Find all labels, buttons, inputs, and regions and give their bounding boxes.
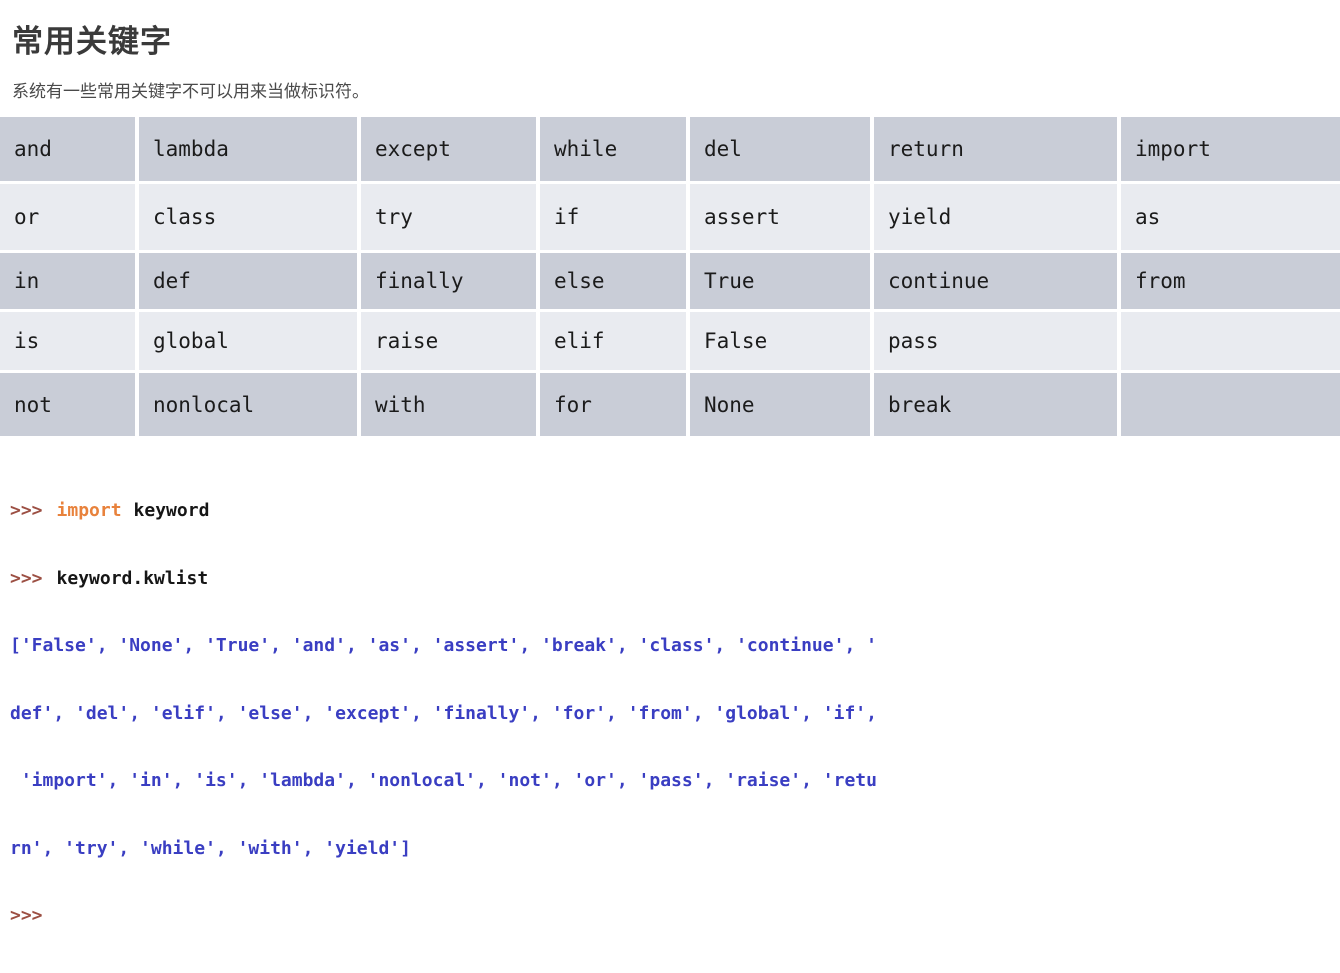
- keyword-cell: None: [690, 373, 870, 436]
- table-row: is global raise elif False pass: [0, 312, 1340, 370]
- keyword-cell: while: [540, 117, 686, 181]
- console-output-line: rn', 'try', 'while', 'with', 'yield']: [10, 837, 411, 859]
- import-keyword: import: [56, 500, 122, 521]
- keyword-cell: is: [0, 312, 135, 370]
- console-input-line: >>> keyword.kwlist: [10, 568, 1340, 591]
- table-row: in def finally else True continue from: [0, 253, 1340, 309]
- keyword-cell: as: [1121, 184, 1340, 250]
- keyword-cell: from: [1121, 253, 1340, 309]
- keyword-cell: continue: [874, 253, 1117, 309]
- page-title: 常用关键字: [12, 24, 172, 59]
- prompt-symbol: >>>: [10, 500, 43, 521]
- table-row: or class try if assert yield as: [0, 184, 1340, 250]
- code-text: keyword: [133, 500, 210, 521]
- page-subtitle: 系统有一些常用关键字不可以用来当做标识符。: [12, 82, 369, 101]
- keyword-cell: False: [690, 312, 870, 370]
- keyword-cell: or: [0, 184, 135, 250]
- keyword-cell: global: [139, 312, 357, 370]
- python-console-snippet: >>> import keyword >>> keyword.kwlist ['Fal…: [10, 455, 1340, 973]
- keyword-cell: and: [0, 117, 135, 181]
- console-output-line: ['False', 'None', 'True', 'and', 'as', '…: [10, 635, 877, 656]
- keyword-cell: yield: [874, 184, 1117, 250]
- keyword-cell: not: [0, 373, 135, 436]
- keyword-cell: raise: [361, 312, 536, 370]
- keyword-cell: with: [361, 373, 536, 436]
- keyword-cell: assert: [690, 184, 870, 250]
- keywords-table: and lambda except while del return impor…: [0, 117, 1340, 436]
- keyword-cell: pass: [874, 312, 1117, 370]
- code-text: keyword.kwlist: [56, 567, 209, 589]
- keyword-cell: import: [1121, 117, 1340, 181]
- keyword-cell: lambda: [139, 117, 357, 181]
- keyword-cell: finally: [361, 253, 536, 309]
- keyword-cell: return: [874, 117, 1117, 181]
- keyword-cell: if: [540, 184, 686, 250]
- keyword-cell: [1121, 312, 1340, 370]
- console-input-line: >>> import keyword: [10, 500, 1340, 523]
- keyword-cell: True: [690, 253, 870, 309]
- keyword-cell: except: [361, 117, 536, 181]
- keyword-cell: class: [139, 184, 357, 250]
- keyword-cell: else: [540, 253, 686, 309]
- keyword-cell: break: [874, 373, 1117, 436]
- keywords-doc-page: 常用关键字 系统有一些常用关键字不可以用来当做标识符。 and lambda e…: [0, 16, 1340, 926]
- prompt-symbol: >>>: [10, 567, 43, 589]
- keyword-cell: nonlocal: [139, 373, 357, 436]
- keyword-cell: for: [540, 373, 686, 436]
- console-output-line: 'import', 'in', 'is', 'lambda', 'nonloca…: [10, 770, 877, 791]
- console-input-line: >>>: [10, 905, 1340, 928]
- prompt-symbol: >>>: [10, 905, 43, 926]
- keyword-cell: [1121, 373, 1340, 436]
- console-output-line: def', 'del', 'elif', 'else', 'except', '…: [10, 702, 877, 724]
- keyword-cell: in: [0, 253, 135, 309]
- keyword-cell: try: [361, 184, 536, 250]
- keyword-cell: del: [690, 117, 870, 181]
- keyword-cell: elif: [540, 312, 686, 370]
- keyword-cell: def: [139, 253, 357, 309]
- table-row: and lambda except while del return impor…: [0, 117, 1340, 181]
- table-row: not nonlocal with for None break: [0, 373, 1340, 436]
